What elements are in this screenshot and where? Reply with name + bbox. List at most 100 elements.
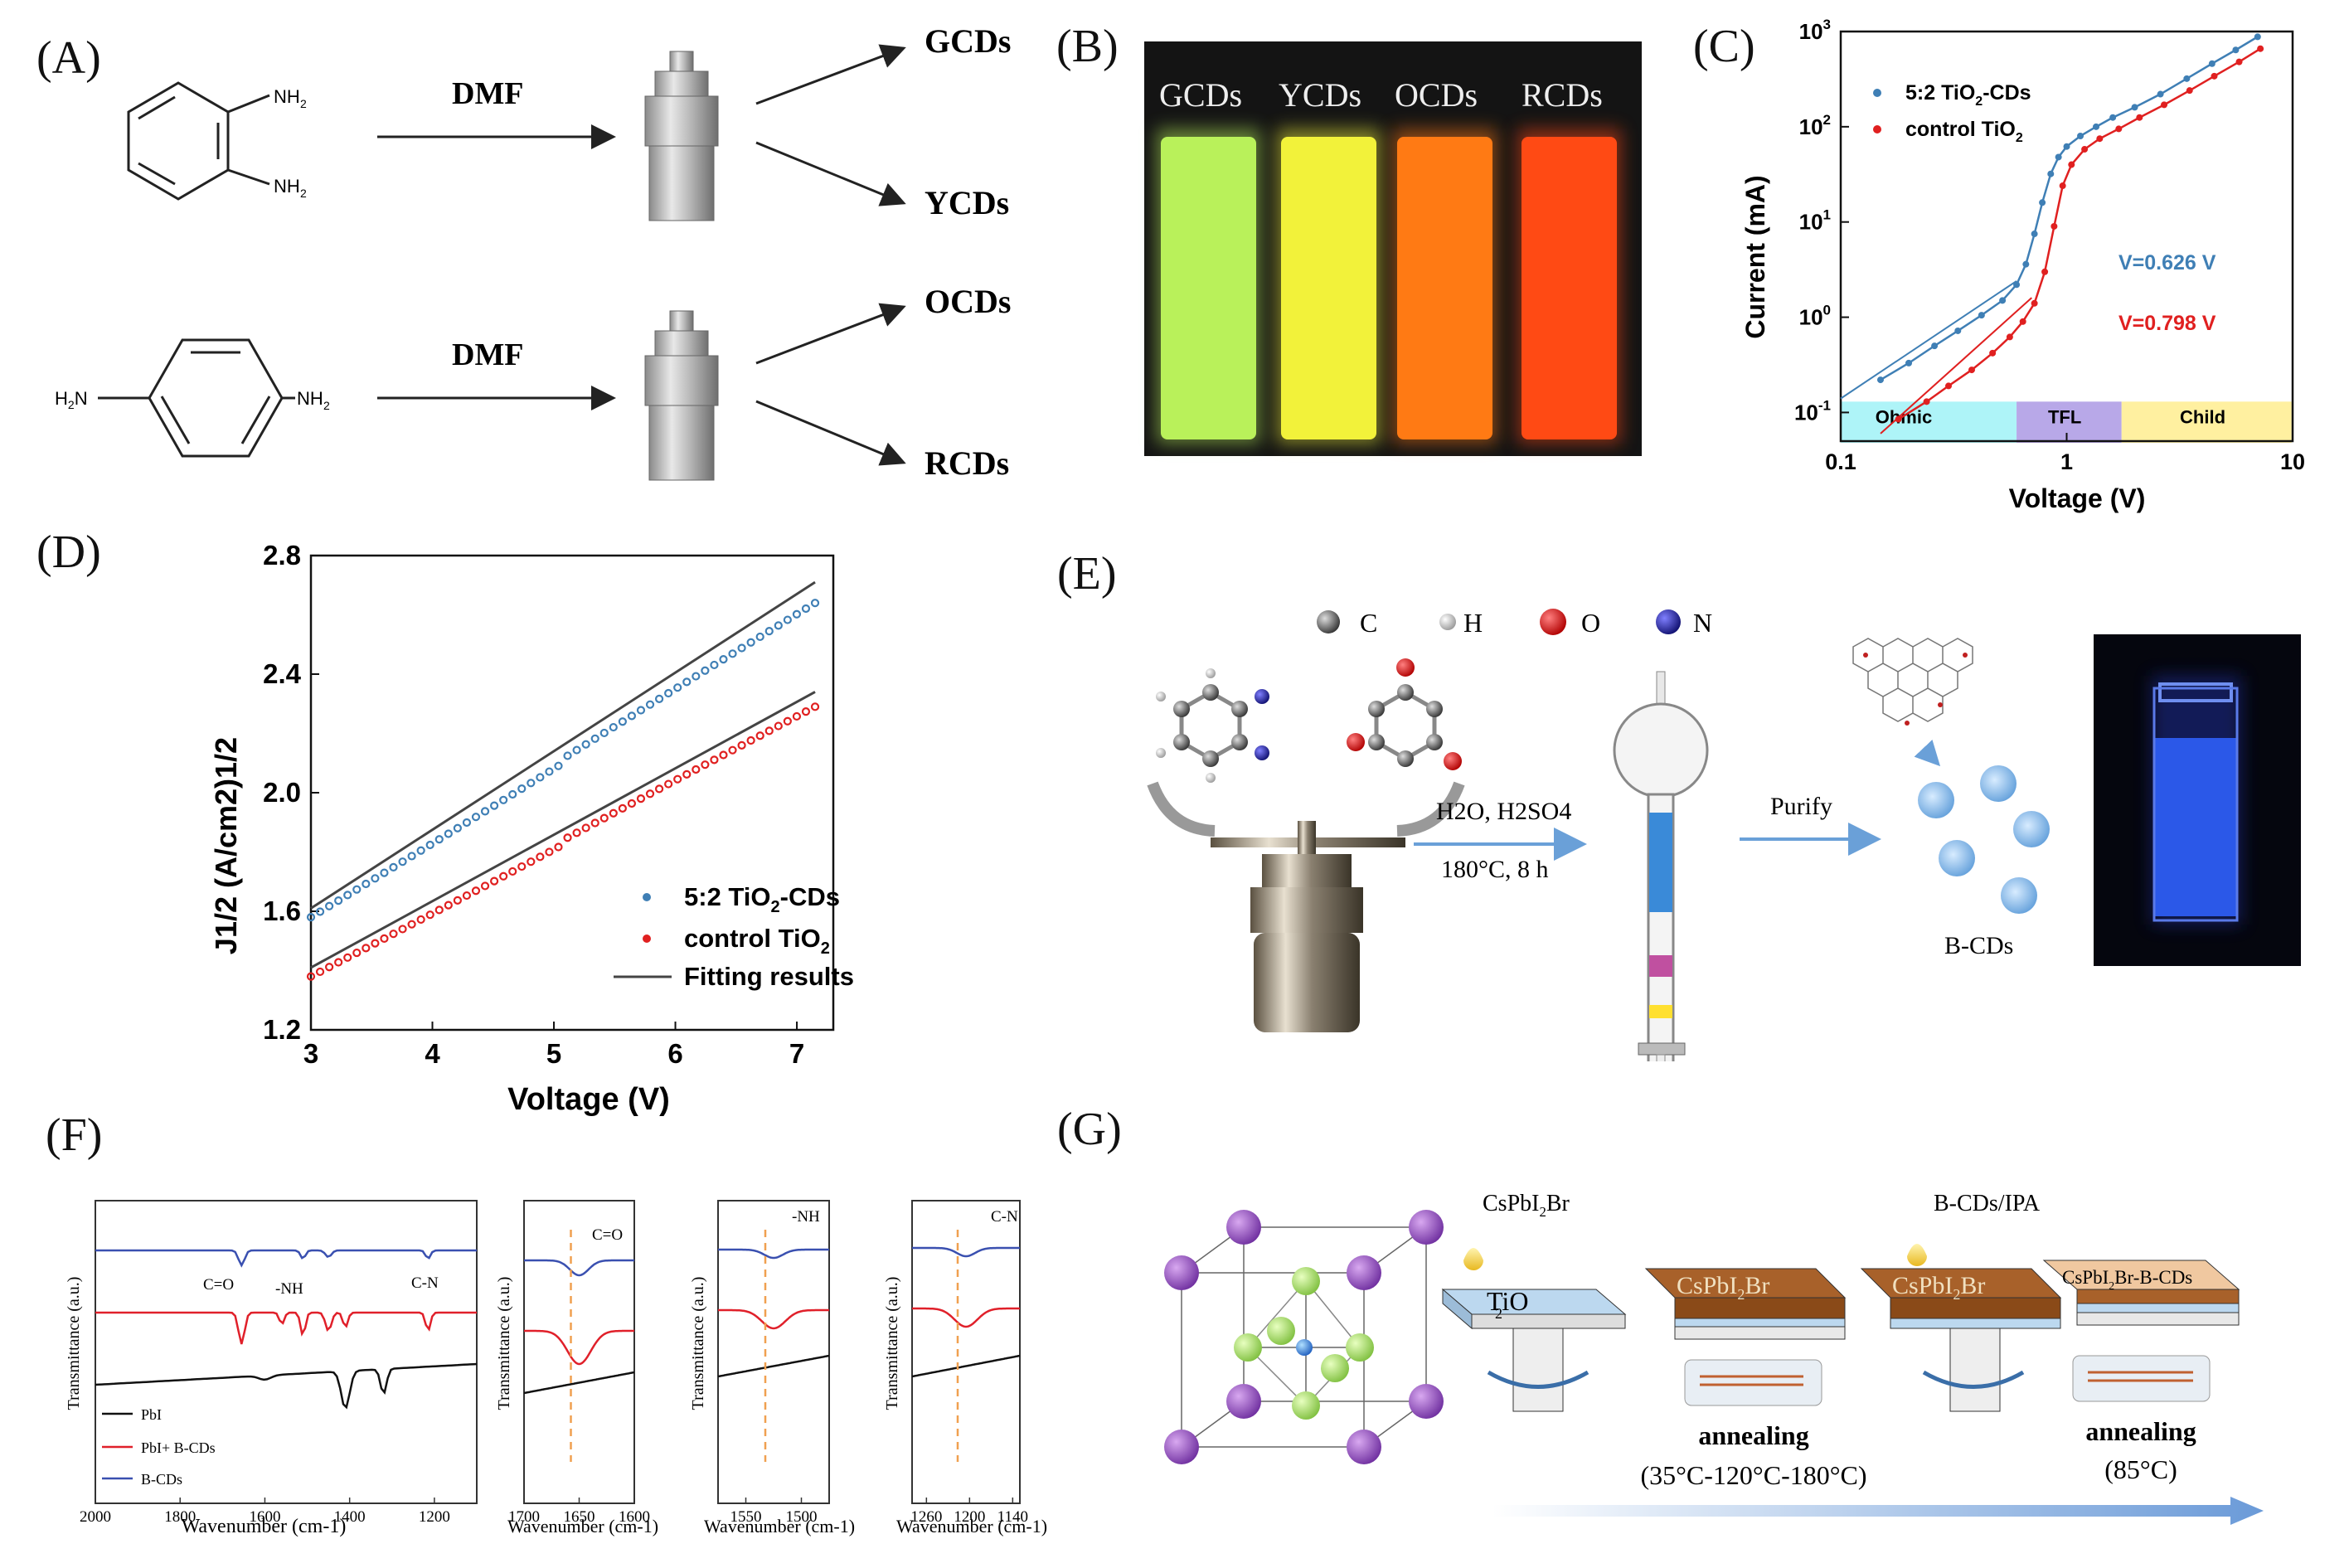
- region-label-1: TFL: [2048, 406, 2081, 427]
- d-point-0-43: [701, 666, 710, 675]
- c-point-0-0: [1876, 376, 1884, 384]
- crystal-halide-atom-2: [1292, 1391, 1320, 1420]
- d-point-1-34: [618, 803, 627, 813]
- cuvette-photo: [2094, 634, 2301, 966]
- vial-label-gcds: GCDs: [1159, 76, 1242, 114]
- nh2-bottom-label: NH: [274, 176, 300, 197]
- conditions-reagents: H2O, H2SO4: [1436, 798, 1571, 825]
- legend-label-d-control: control TiO2: [684, 924, 830, 958]
- c-point-1-6: [2019, 318, 2026, 325]
- b-cds-particles-icon: [1918, 765, 2050, 914]
- f-spectrum-1-2: [524, 1259, 634, 1277]
- panel-d-xlabel: Voltage (V): [507, 1082, 670, 1117]
- d-point-0-45: [719, 655, 728, 664]
- atom-o-icon: [1540, 609, 1566, 635]
- d-point-1-47: [737, 740, 746, 750]
- b-cds-label: B-CDs: [1944, 932, 2013, 959]
- arrow-ocds: [755, 303, 906, 365]
- d-point-1-3: [334, 958, 343, 967]
- c-point-1-16: [2161, 101, 2168, 109]
- legend-marker-d-cds: [643, 893, 651, 901]
- crystal-center-atom: [1296, 1339, 1313, 1356]
- f-xtick-label-3-2: 1140: [997, 1508, 1028, 1526]
- d-point-1-16: [453, 896, 462, 905]
- d-point-0-3: [334, 896, 343, 905]
- d-point-1-17: [462, 891, 472, 901]
- d-point-1-8: [380, 934, 389, 944]
- nh2-top-label: NH: [274, 86, 300, 107]
- f-spectrum-3-0: [911, 1354, 1021, 1378]
- c-point-0-13: [2077, 132, 2084, 139]
- d-point-1-53: [792, 711, 802, 721]
- d-point-1-6: [362, 944, 371, 953]
- d-point-0-39: [664, 688, 673, 698]
- d-point-0-18: [471, 813, 481, 822]
- d-xtick-label-2: 5: [546, 1038, 561, 1069]
- d-point-0-24: [527, 779, 536, 788]
- c-fit-ohmic-control: [1880, 297, 2032, 434]
- d-point-0-32: [599, 728, 609, 738]
- d-point-0-23: [517, 784, 527, 794]
- d-point-0-14: [434, 835, 444, 844]
- panel-f-xlabel-1: Wavenumber (cm-1): [182, 1516, 347, 1537]
- dmf-label-1: DMF: [452, 76, 524, 111]
- d-point-0-54: [801, 604, 811, 614]
- d-ytick-label-1: 1.6: [263, 896, 301, 926]
- d-point-1-27: [554, 842, 563, 852]
- d-point-0-22: [508, 789, 517, 799]
- c-point-0-9: [2039, 199, 2046, 206]
- legend-marker-tio2-cds: [1873, 89, 1881, 97]
- d-point-1-1: [315, 967, 325, 977]
- panel-b: (B) GCDs YCDs OCDs RCDs: [1045, 0, 1658, 514]
- crystal-halide-atom-4: [1267, 1317, 1295, 1345]
- d-point-1-23: [517, 862, 527, 871]
- d-point-1-50: [764, 726, 774, 735]
- vtfl-annotation-control: V=0.798 V: [2118, 312, 2216, 335]
- f-xtick-label-3-0: 1260: [910, 1508, 942, 1526]
- product-gcds: GCDs: [925, 22, 1011, 60]
- crystal-halide-atom-0: [1292, 1267, 1320, 1295]
- vial-label-ycds: YCDs: [1279, 76, 1361, 114]
- h2n-left-label: H2N: [55, 388, 88, 411]
- d-point-1-42: [692, 765, 701, 774]
- c-point-0-19: [2208, 60, 2216, 67]
- f-spectrum-0-1: [95, 1311, 477, 1345]
- peak-label-nh2-sub: -NH: [792, 1208, 820, 1226]
- c-point-0-11: [2055, 153, 2062, 161]
- c-xtick-label-0: 0.1: [1825, 449, 1856, 474]
- panel-b-photo: GCDs YCDs OCDs RCDs: [1144, 41, 1642, 456]
- d-point-1-37: [645, 789, 655, 799]
- panel-g-label: (G): [1057, 1104, 1122, 1155]
- c-point-0-1: [1905, 359, 1913, 367]
- d-point-0-38: [654, 694, 664, 703]
- d-point-0-35: [627, 711, 637, 721]
- d-point-1-2: [325, 963, 334, 972]
- panel-f-xlabel-4: Wavenumber (cm-1): [896, 1516, 1047, 1536]
- d-point-1-13: [425, 910, 434, 920]
- c-point-0-7: [2022, 260, 2030, 268]
- d-point-0-11: [407, 852, 416, 861]
- d-ytick-label-4: 2.8: [263, 540, 301, 570]
- product-ycds: YCDs: [925, 184, 1009, 221]
- c-point-1-10: [2059, 182, 2066, 190]
- anneal-label-2: annealing: [2085, 1416, 2196, 1446]
- vial-label-rcds: RCDs: [1522, 76, 1603, 114]
- c-point-1-7: [2031, 299, 2038, 307]
- d-point-0-47: [737, 643, 746, 653]
- d-ytick-label-2: 2.0: [263, 777, 301, 808]
- d-point-0-51: [774, 621, 783, 630]
- d-point-0-9: [389, 862, 398, 871]
- d-point-0-17: [462, 818, 472, 828]
- c-point-1-17: [2186, 87, 2193, 95]
- d-point-1-45: [719, 750, 728, 760]
- panel-f-label: (F): [46, 1109, 103, 1161]
- d-point-1-20: [489, 876, 499, 886]
- c-ytick-label-1: 100: [1799, 303, 1831, 330]
- d-point-1-30: [581, 823, 590, 833]
- film-block-1-icon: [1644, 1268, 1847, 1340]
- purify-label: Purify: [1770, 793, 1832, 820]
- anneal-temp-1: (35°C-120°C-180°C): [1640, 1460, 1866, 1490]
- film-block-final-icon: [2042, 1260, 2240, 1326]
- region-label-2: Child: [2180, 406, 2225, 427]
